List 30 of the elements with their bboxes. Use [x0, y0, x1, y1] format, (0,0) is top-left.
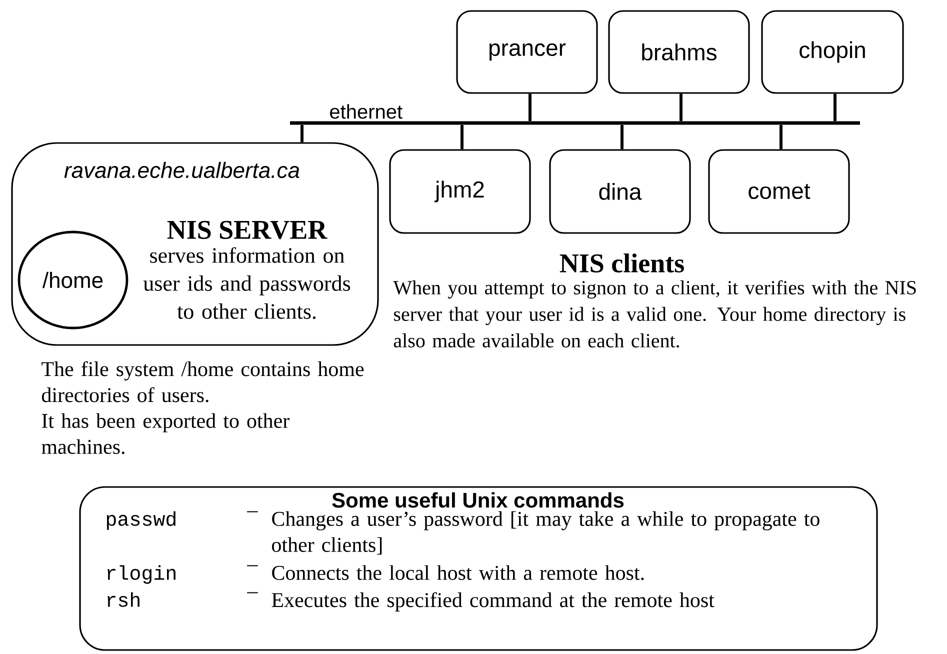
connector-line: [780, 124, 782, 150]
host-box: jhm2: [389, 149, 531, 234]
server-description: serves information on user ids and passwords to other clients.: [143, 247, 350, 319]
command-name: rlogin: [108, 565, 176, 584]
command-name: passwd: [106, 511, 176, 530]
command-description: Changes a user’s password [it may take a while to propagate to other clients]: [272, 511, 820, 555]
connector-line: [300, 124, 304, 142]
dash: –: [247, 511, 258, 512]
connector-line: [620, 124, 624, 150]
dash: –: [247, 565, 258, 566]
connector-line: [680, 94, 682, 122]
note-text: It has been exported to other machines.: [42, 413, 290, 454]
host-name: ravana.eche.ualberta.ca: [64, 162, 300, 178]
connector-line: [460, 124, 464, 150]
command-name: rsh: [108, 592, 140, 607]
bus-label: ethernet: [330, 104, 402, 119]
command-description: Executes the specified command at the remote host: [272, 592, 714, 612]
section-heading: NIS clients: [560, 254, 684, 272]
host-box: brahms: [608, 10, 750, 94]
server-heading: NIS SERVER: [167, 220, 328, 240]
note-text: The file system /home contains home directories of users.: [42, 361, 364, 402]
command-description: Connects the local host with a remote host.: [272, 565, 644, 580]
host-box: prancer: [456, 10, 598, 94]
connector-line: [834, 94, 836, 122]
host-box: chopin: [761, 10, 904, 94]
host-box: dina: [549, 149, 691, 234]
host-box: comet: [708, 149, 850, 234]
description-text: When you attempt to signon to a client, it verifies with the NIS server that your user id is a valid one. Your home directory is also made available on each client.: [393, 280, 916, 348]
connector-line: [528, 94, 532, 122]
dash: –: [247, 592, 258, 594]
